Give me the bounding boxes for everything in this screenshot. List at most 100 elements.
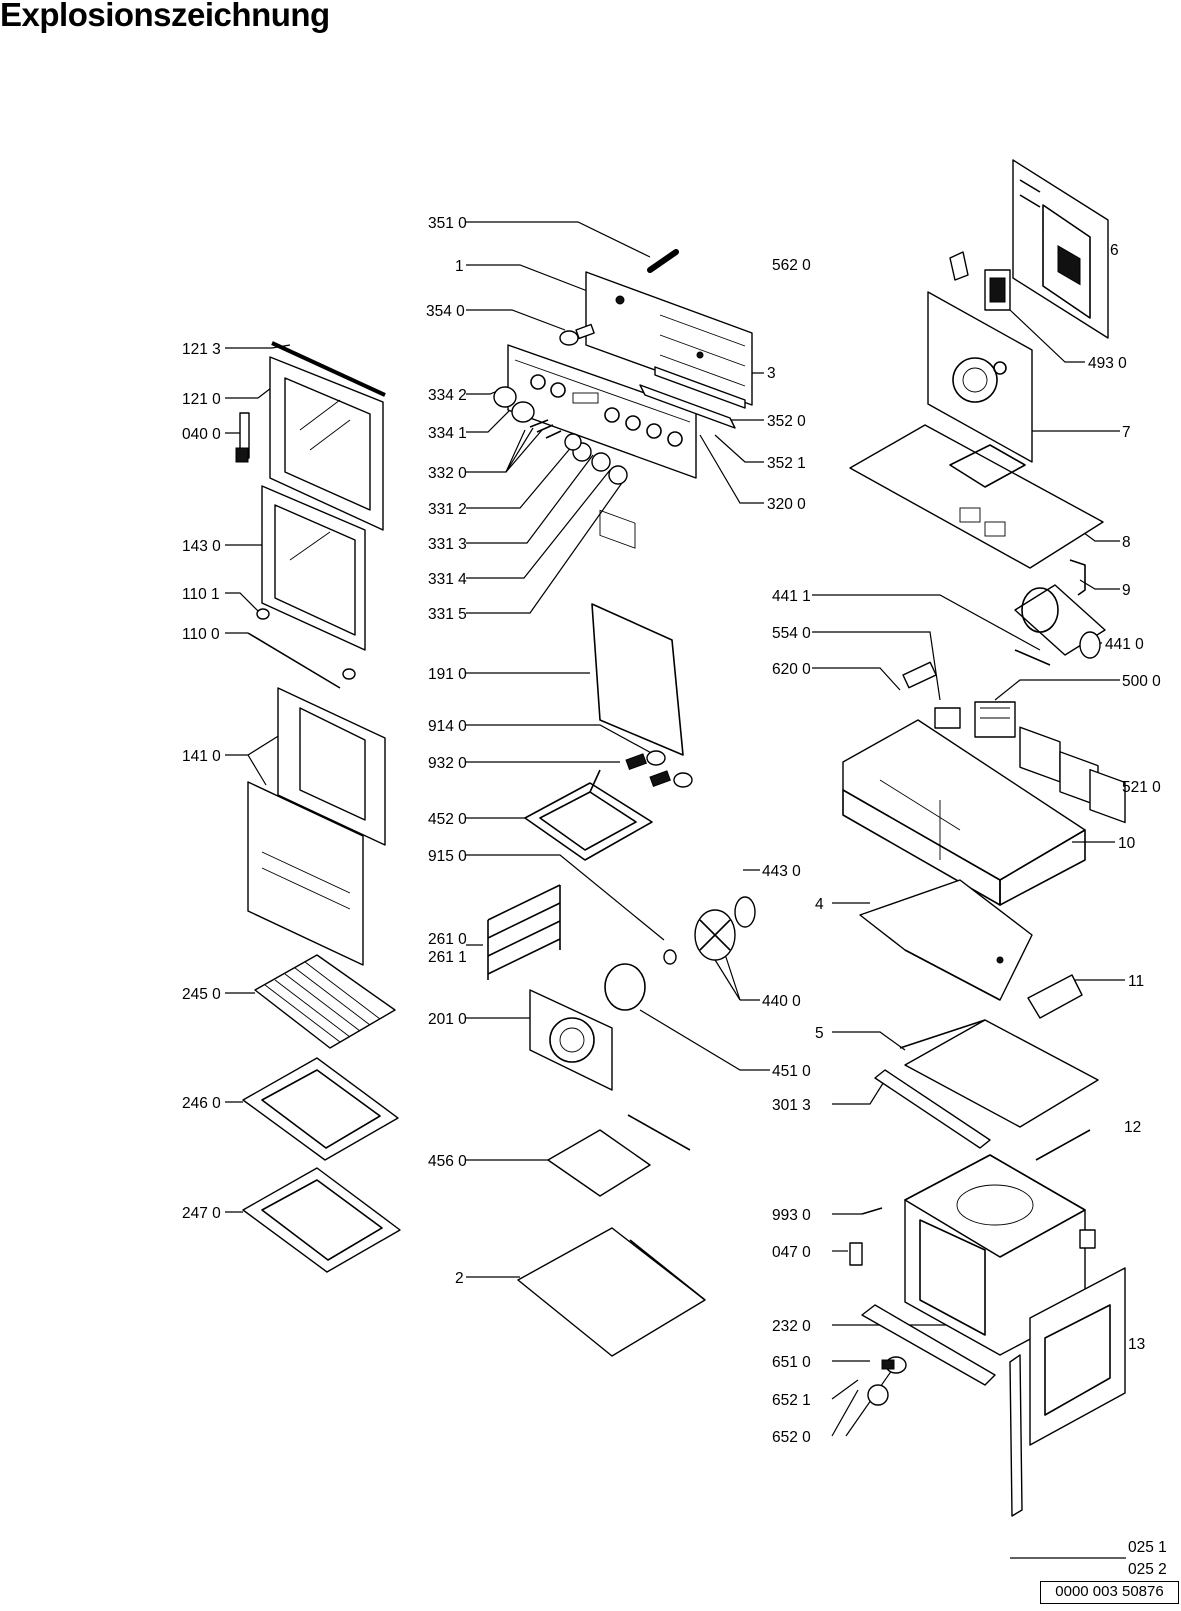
- label-915-0: 915 0: [428, 848, 467, 865]
- cover-plate-part: [849, 424, 1104, 569]
- label-452-0: 452 0: [428, 811, 467, 828]
- label-246-0: 246 0: [182, 1095, 221, 1112]
- label-352-0: 352 0: [767, 413, 806, 430]
- door-hinge-part: [235, 412, 250, 463]
- label-451-0: 451 0: [772, 1063, 811, 1080]
- label-110-1: 110 1: [182, 586, 220, 603]
- label-493-0: 493 0: [1088, 355, 1127, 372]
- label-441-1: 441 1: [772, 588, 811, 605]
- label-521-0: 521 0: [1122, 779, 1161, 796]
- sensor-bracket-part: [1027, 974, 1083, 1019]
- leader-lines: [225, 221, 1126, 1559]
- side-rail-part: [1009, 1354, 1023, 1517]
- label-191-0: 191 0: [428, 666, 467, 683]
- label-331-2: 331 2: [428, 501, 467, 518]
- label-914-0: 914 0: [428, 718, 467, 735]
- label-652-1: 652 1: [772, 1392, 811, 1409]
- knobs-part: [493, 386, 628, 485]
- terminal-blocks-part: [902, 661, 1016, 738]
- door-trim-part: [271, 341, 386, 397]
- drip-tray-part: [242, 1167, 401, 1273]
- rear-panel-part: [1012, 159, 1109, 339]
- label-047-0: 047 0: [772, 1244, 811, 1261]
- grill-plate-part: [547, 1114, 691, 1197]
- page-title: Explosionszeichnung: [0, 0, 330, 33]
- cover-strips-part: [639, 366, 746, 429]
- inner-door-part: [269, 356, 384, 531]
- door-handle-part: [247, 608, 356, 689]
- screw-part: [647, 249, 679, 273]
- screw-993-part: [861, 1207, 883, 1215]
- label-331-5: 331 5: [428, 606, 467, 623]
- fan-mount-panel-part: [927, 291, 1033, 463]
- label-334-1: 334 1: [428, 425, 467, 442]
- door-frame-part: [261, 485, 366, 651]
- lamp-cover-part: [625, 750, 693, 788]
- outer-door-glass-part: [247, 687, 386, 966]
- label-7: 7: [1122, 424, 1131, 441]
- clip-part: [849, 1242, 863, 1266]
- label-320-0: 320 0: [767, 496, 806, 513]
- label-334-2: 334 2: [428, 387, 467, 404]
- label-1: 1: [455, 258, 464, 275]
- label-12: 12: [1124, 1119, 1141, 1136]
- label-201-0: 201 0: [428, 1011, 467, 1028]
- label-440-0: 440 0: [762, 993, 801, 1010]
- oven-cavity-part: [904, 1154, 1096, 1356]
- label-332-0: 332 0: [428, 465, 467, 482]
- label-232-0: 232 0: [772, 1318, 811, 1335]
- front-panel-part: [507, 344, 697, 479]
- label-6: 6: [1110, 242, 1119, 259]
- label-351-0: 351 0: [428, 215, 467, 232]
- label-331-3: 331 3: [428, 536, 467, 553]
- fan-cover-part: [529, 989, 613, 1091]
- label-040-0: 040 0: [182, 426, 221, 443]
- part-labels: 351 0 1 562 0 354 0 3 334 2 334 1 352 0 …: [182, 215, 1167, 1578]
- label-301-3: 301 3: [772, 1097, 811, 1114]
- label-620-0: 620 0: [772, 661, 811, 678]
- gasket-part: [591, 603, 684, 756]
- electronics-tray-part: [842, 719, 1086, 906]
- bottom-plate-part: [517, 1227, 706, 1357]
- label-025-2: 025 2: [1128, 1561, 1167, 1578]
- label-331-4: 331 4: [428, 571, 467, 588]
- back-wall-part: [1029, 1267, 1126, 1446]
- label-10: 10: [1118, 835, 1136, 852]
- label-11: 11: [1128, 973, 1144, 990]
- label-261-0: 261 0: [428, 931, 467, 948]
- relays-part: [1019, 726, 1126, 824]
- label-13: 13: [1128, 1336, 1145, 1353]
- rod-part: [1035, 1129, 1091, 1161]
- label-562-0: 562 0: [772, 257, 811, 274]
- lamp-part: [559, 323, 595, 346]
- front-rail-part: [861, 1304, 996, 1386]
- label-9: 9: [1122, 582, 1131, 599]
- label-141-0: 141 0: [182, 748, 221, 765]
- grid-rack-part: [254, 954, 396, 1049]
- label-025-1: 025 1: [1128, 1539, 1167, 1556]
- label-441-0: 441 0: [1105, 636, 1144, 653]
- thermostat-part: [949, 251, 1011, 311]
- label-554-0: 554 0: [772, 625, 811, 642]
- control-board-part: [585, 271, 753, 549]
- label-247-0: 247 0: [182, 1205, 221, 1222]
- label-352-1: 352 1: [767, 455, 806, 472]
- label-456-0: 456 0: [428, 1153, 467, 1170]
- fan-ring-part: [604, 963, 646, 1011]
- label-4: 4: [815, 896, 824, 913]
- baking-tray-part: [242, 1057, 399, 1161]
- label-443-0: 443 0: [762, 863, 801, 880]
- top-plate-part: [859, 879, 1033, 1001]
- side-plate-part: [899, 1019, 1099, 1128]
- label-354-0: 354 0: [426, 303, 465, 320]
- tangential-fan-part: [1014, 584, 1106, 666]
- label-993-0: 993 0: [772, 1207, 811, 1224]
- label-121-0: 121 0: [182, 391, 221, 408]
- label-143-0: 143 0: [182, 538, 221, 555]
- label-5: 5: [815, 1025, 824, 1042]
- label-932-0: 932 0: [428, 755, 467, 772]
- label-500-0: 500 0: [1122, 673, 1161, 690]
- label-652-0: 652 0: [772, 1429, 811, 1446]
- label-2: 2: [455, 1270, 464, 1287]
- heating-element-part: [524, 769, 653, 861]
